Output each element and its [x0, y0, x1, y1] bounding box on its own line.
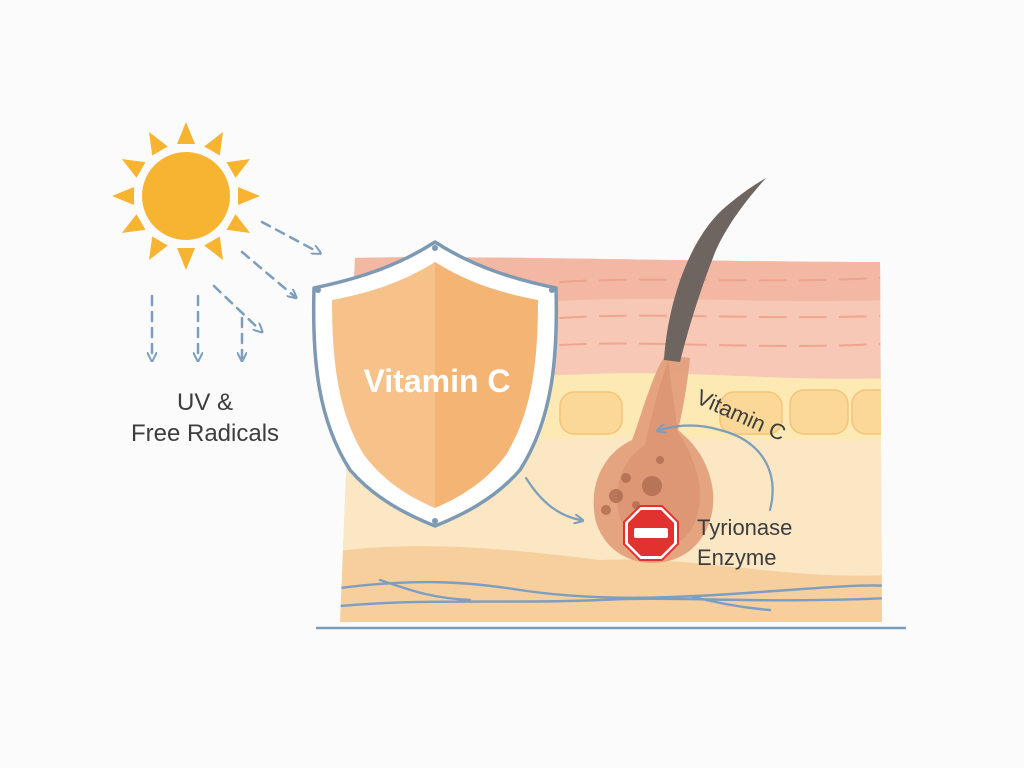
uv-label-line2: Free Radicals: [131, 420, 279, 447]
shield-icon: Vitamin C: [311, 240, 559, 528]
sun-ray: [121, 214, 146, 233]
no-entry-icon: [623, 505, 679, 561]
vitamin-c-arrow: [660, 426, 774, 512]
sun-ray: [112, 187, 134, 205]
sun-ray: [177, 122, 195, 144]
sun-ray: [204, 236, 223, 261]
sun-ray: [149, 236, 168, 261]
melanin-granules: [601, 456, 664, 515]
uv-label-line1: UV &: [177, 389, 233, 416]
uv-arrow: [212, 284, 260, 330]
sun-ray: [226, 159, 251, 178]
hair-follicle: [593, 178, 766, 564]
enzyme-label-line1: Tyrionase: [697, 515, 792, 540]
uv-ray-arrows: [152, 220, 318, 358]
basal-cells: [559, 389, 882, 435]
uv-arrow: [260, 220, 318, 252]
enzyme-label-line2: Enzyme: [697, 545, 776, 570]
sun-ray: [204, 131, 223, 156]
sun-ray: [177, 248, 195, 270]
shield-to-follicle-arrow: [524, 476, 580, 520]
sun-ray: [149, 131, 168, 156]
sun-ray: [121, 159, 146, 178]
hair-shaft: [664, 178, 766, 362]
blood-vessels: [340, 578, 882, 612]
sun-ray: [238, 187, 260, 205]
shield-label: Vitamin C: [364, 363, 511, 399]
sun-icon: [112, 122, 260, 270]
sun-ray: [226, 214, 251, 233]
uv-arrow: [240, 250, 294, 296]
